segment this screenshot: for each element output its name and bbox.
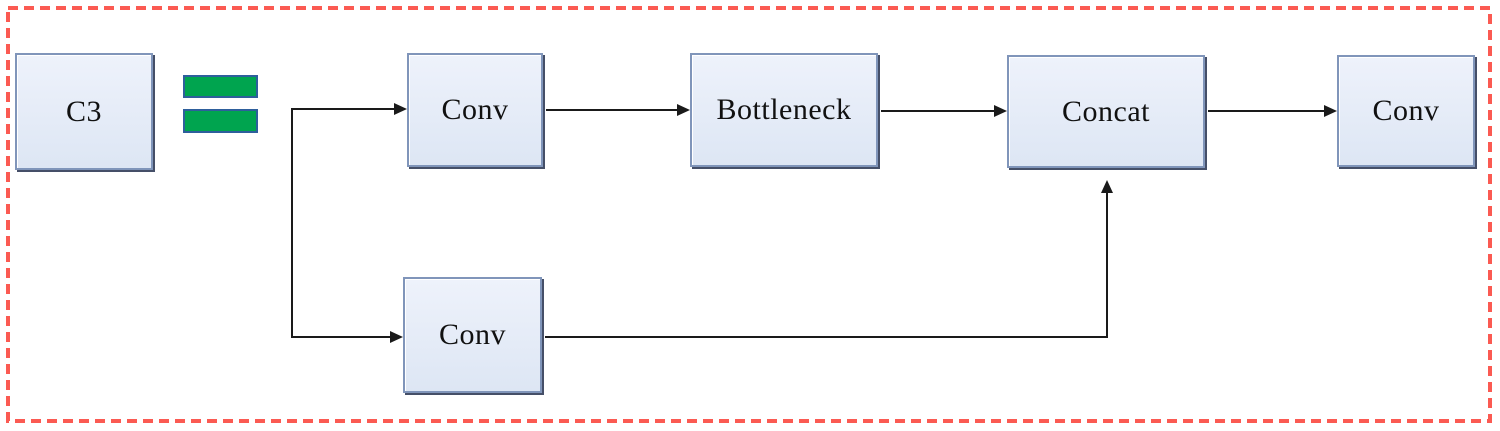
node-concat-label: Concat	[1062, 94, 1150, 128]
node-c3: C3	[15, 53, 153, 170]
node-c3-label: C3	[65, 94, 102, 128]
node-conv-bottom: Conv	[403, 277, 542, 393]
node-conv-top-label: Conv	[441, 93, 509, 126]
equals-bar-top	[183, 75, 258, 98]
equals-sign-icon	[183, 75, 258, 133]
arrowhead-to-conv-bottom	[390, 331, 403, 343]
arrowhead-to-bottleneck	[677, 104, 690, 116]
node-conv-output-label: Conv	[1372, 94, 1440, 127]
arrowhead-to-concat	[994, 105, 1007, 117]
arrowhead-to-conv-out	[1324, 105, 1337, 117]
edge-branch	[291, 108, 395, 338]
node-conv-top: Conv	[407, 53, 543, 167]
node-bottleneck: Bottleneck	[690, 53, 878, 167]
arrowhead-up-to-concat	[1101, 180, 1113, 193]
arrowhead-to-conv-top	[394, 103, 407, 115]
node-concat: Concat	[1007, 55, 1205, 168]
node-conv-bottom-label: Conv	[438, 318, 506, 351]
dashed-frame	[6, 6, 1492, 423]
edge-convbottom-concat	[545, 193, 1108, 338]
node-conv-output: Conv	[1337, 55, 1475, 167]
node-bottleneck-label: Bottleneck	[716, 93, 852, 126]
equals-bar-bottom	[183, 109, 258, 133]
